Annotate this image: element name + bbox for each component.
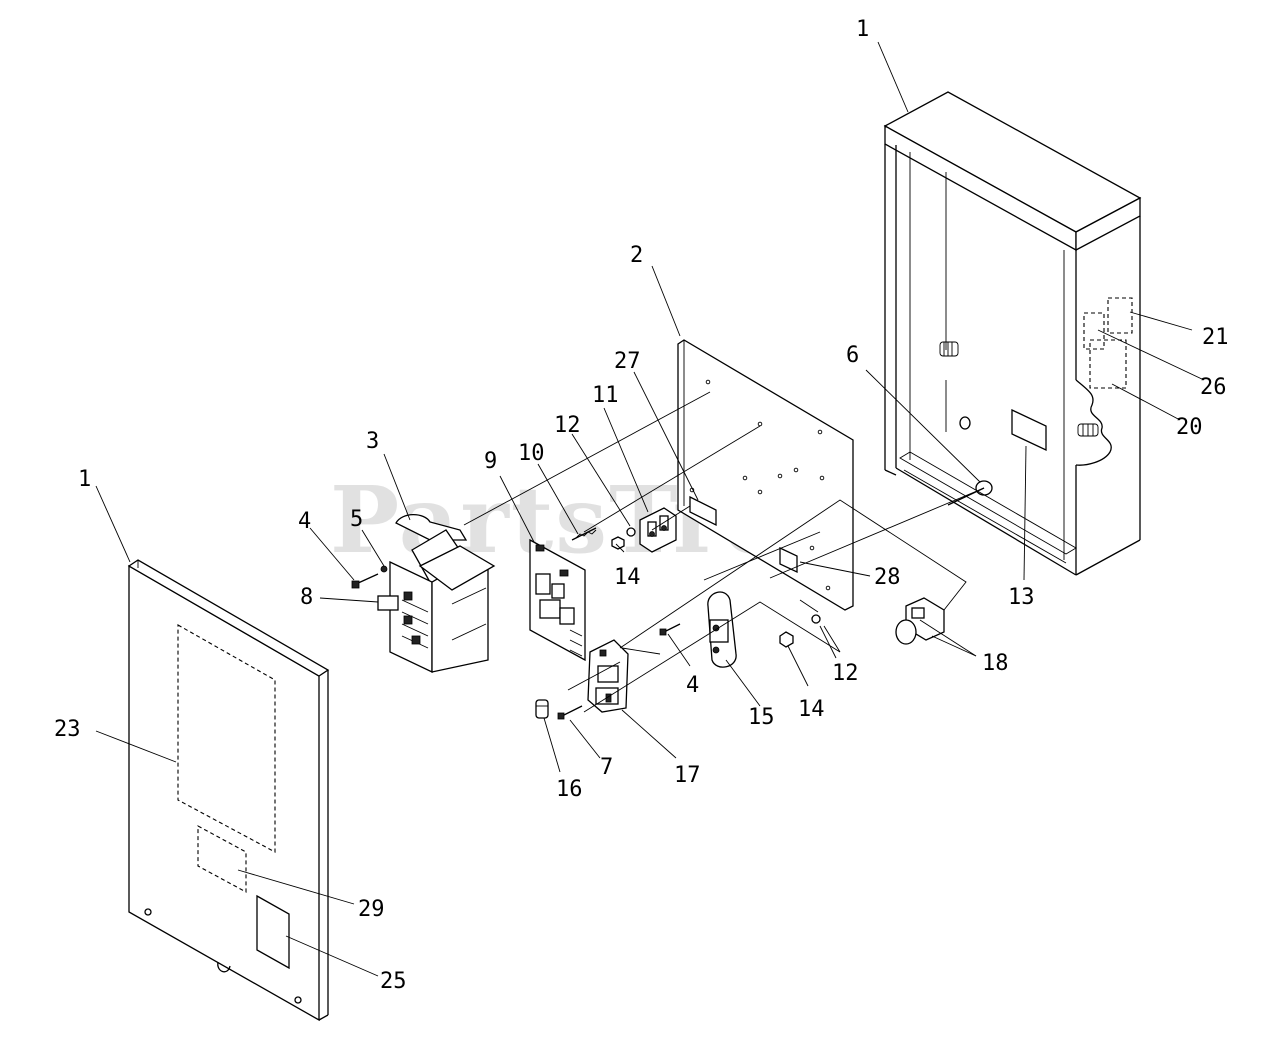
callout-20: 20	[1176, 415, 1203, 440]
callout-leaders	[95, 41, 1205, 977]
callout-15: 15	[748, 705, 775, 730]
callout-4-left: 4	[298, 509, 311, 534]
callout-12-top: 12	[554, 413, 581, 438]
callout-6: 6	[846, 343, 859, 368]
nut-lower	[779, 631, 794, 648]
callout-21: 21	[1202, 325, 1229, 350]
callout-18: 18	[982, 651, 1009, 676]
callout-23: 23	[54, 717, 81, 742]
washer-lower	[811, 614, 821, 624]
callout-11: 11	[592, 383, 619, 408]
control-board	[529, 538, 586, 662]
nut-top	[611, 536, 625, 550]
callout-9: 9	[484, 449, 497, 474]
callout-1-cover: 1	[78, 467, 91, 492]
callout-7: 7	[600, 755, 613, 780]
front-cover-panel	[127, 559, 330, 1022]
ground-lug	[895, 597, 945, 645]
callout-8: 8	[300, 585, 313, 610]
callout-29: 29	[358, 897, 385, 922]
callout-4-mid: 4	[686, 673, 699, 698]
callout-13: 13	[1008, 585, 1035, 610]
callout-25: 25	[380, 969, 407, 994]
callout-17: 17	[674, 763, 701, 788]
fuse	[535, 699, 549, 719]
washer-top	[626, 527, 636, 537]
callout-12-right: 12	[832, 661, 859, 686]
callout-labels: 1 1 2 3 4 5 8 9 10 12 11 27 14 28 6 13 2…	[54, 17, 1229, 994]
fuse-block	[587, 639, 629, 713]
enclosure-box	[883, 91, 1142, 576]
callout-10: 10	[518, 441, 545, 466]
back-plate	[677, 339, 854, 611]
callout-3: 3	[366, 429, 379, 454]
callout-5: 5	[350, 507, 363, 532]
fuse-holder	[707, 591, 737, 668]
callout-2: 2	[630, 243, 643, 268]
screw-mid	[659, 623, 681, 636]
callout-14-top: 14	[614, 565, 641, 590]
screw-spring	[571, 527, 597, 541]
bracket-and-contactor	[377, 513, 496, 674]
callout-27: 27	[614, 349, 641, 374]
terminal-block	[639, 507, 677, 553]
callout-26: 26	[1200, 375, 1227, 400]
callout-14-bottom: 14	[798, 697, 825, 722]
callout-16: 16	[556, 777, 583, 802]
callout-28: 28	[874, 565, 901, 590]
callout-1-enclosure: 1	[856, 17, 869, 42]
screw-lower	[557, 705, 583, 720]
